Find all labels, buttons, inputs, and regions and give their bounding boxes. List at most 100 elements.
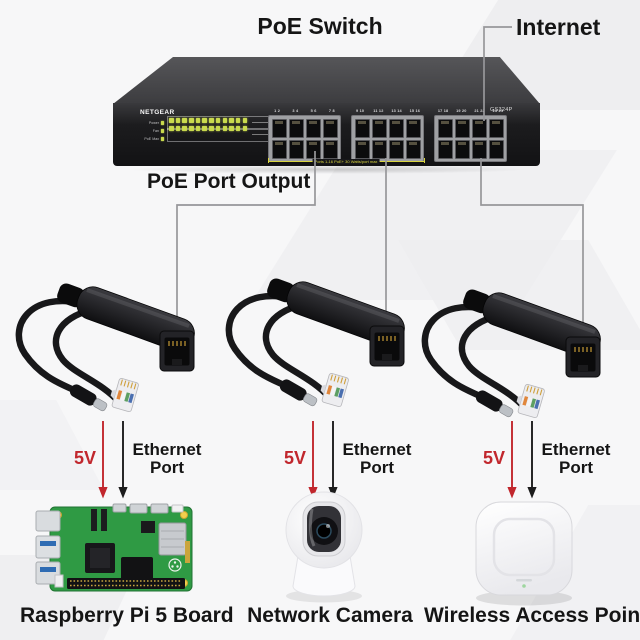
network-camera [285, 491, 363, 603]
rj45-port [288, 118, 304, 138]
internet-label: Internet [516, 14, 601, 40]
led-indicator [189, 118, 194, 123]
rj45-port [388, 118, 404, 138]
5v-arrow-head [507, 487, 517, 499]
led-indicator [182, 118, 187, 123]
rj45-port [454, 118, 470, 138]
switch-top-face [113, 57, 540, 104]
port-number: 21 22 [474, 109, 485, 113]
rj45-port-group-2 [351, 115, 424, 162]
led-indicator [235, 118, 241, 123]
led-indicator [195, 118, 201, 123]
poe-splitter-3 [425, 288, 605, 420]
rj45-port [388, 139, 404, 159]
rj45-port [271, 139, 287, 159]
raspberry-pi-caption: Raspberry Pi 5 Board [20, 604, 234, 627]
port-number: 5 6 [310, 109, 317, 113]
rj45-port [288, 139, 304, 159]
fan-led [161, 129, 165, 133]
port-number: 9 10 [356, 109, 365, 113]
port-number: 3 4 [292, 109, 299, 113]
led-indicator [189, 126, 194, 131]
ethernet-arrow-head [118, 487, 128, 499]
wireless-access-point [475, 501, 573, 606]
ethernet-arrow-head [527, 487, 537, 499]
status-led-row: Fan [143, 128, 165, 134]
rj45-port [405, 139, 421, 159]
rj45-port [488, 139, 504, 159]
rj45-port [354, 118, 370, 138]
led-indicator [215, 126, 221, 131]
5v-arrow-head [308, 487, 318, 499]
rj45-port [488, 118, 504, 138]
status-led-label: Fan [152, 129, 159, 133]
rj45-port [471, 139, 487, 159]
splitter-1-5v-label: 5V [73, 448, 96, 468]
port-number: 7 8 [328, 109, 335, 113]
led-indicator [209, 118, 214, 123]
port-number: 13 14 [391, 109, 402, 113]
status-led-row: PoE Max [143, 136, 165, 142]
port-number-labels: 17 18 19 20 21 22 23 24 [434, 109, 507, 113]
ethernet-label-line1: Ethernet [541, 440, 611, 459]
internet-connection-line [483, 26, 512, 121]
led-row [169, 118, 249, 123]
rj45-port [305, 118, 321, 138]
ethernet-label-line2: Port [559, 457, 593, 477]
ethernet-label-line1: Ethernet [342, 440, 412, 459]
rj45-port [371, 118, 387, 138]
port-number: 23 24 [492, 109, 504, 113]
rj45-port [437, 139, 453, 159]
rj45-port-group-1 [268, 115, 341, 162]
switch-brand-logo: NETGEAR [140, 109, 175, 116]
port-number: 19 20 [456, 109, 467, 113]
ethernet-label-line2: Port [360, 457, 394, 477]
led-indicator [182, 126, 187, 131]
rj45-port [271, 118, 287, 138]
access-point-caption: Wireless Access Point [424, 604, 640, 627]
led-row [169, 126, 249, 131]
poe-splitter-1 [19, 282, 199, 414]
led-indicator [235, 126, 241, 131]
splitter-2-5v-label: 5V [283, 448, 306, 468]
ethernet-label-line1: Ethernet [132, 440, 202, 459]
led-indicator [222, 126, 228, 131]
raspberry-pi-board [35, 503, 193, 592]
poe-range-bracket-tick [423, 158, 425, 163]
led-indicator [202, 126, 208, 131]
rj45-port [454, 139, 470, 159]
rj45-port-group-3 [434, 115, 507, 162]
led-indicator [169, 126, 174, 131]
rj45-port [405, 118, 421, 138]
5v-arrow-head [98, 487, 108, 499]
led-indicator [242, 118, 248, 123]
rj45-port [354, 139, 370, 159]
splitter-2-ethernet-label: Ethernet Port [342, 441, 412, 476]
led-indicator [209, 126, 214, 131]
ethernet-label-line2: Port [150, 457, 184, 477]
rj45-port [305, 139, 321, 159]
led-indicator [175, 126, 181, 131]
led-indicator [215, 118, 221, 123]
port-led-grid [169, 118, 249, 134]
led-indicator [242, 126, 248, 131]
rj45-port [471, 118, 487, 138]
led-indicator [202, 118, 208, 123]
status-led-row: Power [143, 120, 165, 126]
poe-port-connection-line-1 [176, 151, 316, 333]
port-number: 1 2 [274, 109, 281, 113]
led-indicator [169, 118, 174, 123]
poe-max-led [161, 137, 165, 141]
led-indicator [229, 126, 234, 131]
splitter-3-5v-label: 5V [482, 448, 505, 468]
port-number: 17 18 [437, 109, 449, 113]
poe-port-output-label: PoE Port Output [147, 170, 311, 193]
poe-range-bracket-tick [268, 158, 270, 163]
network-camera-caption: Network Camera [247, 604, 413, 627]
port-number-labels: 1 2 3 4 5 6 7 8 [268, 109, 341, 113]
switch-shadow [125, 165, 529, 174]
splitter-1-ethernet-label: Ethernet Port [132, 441, 202, 476]
